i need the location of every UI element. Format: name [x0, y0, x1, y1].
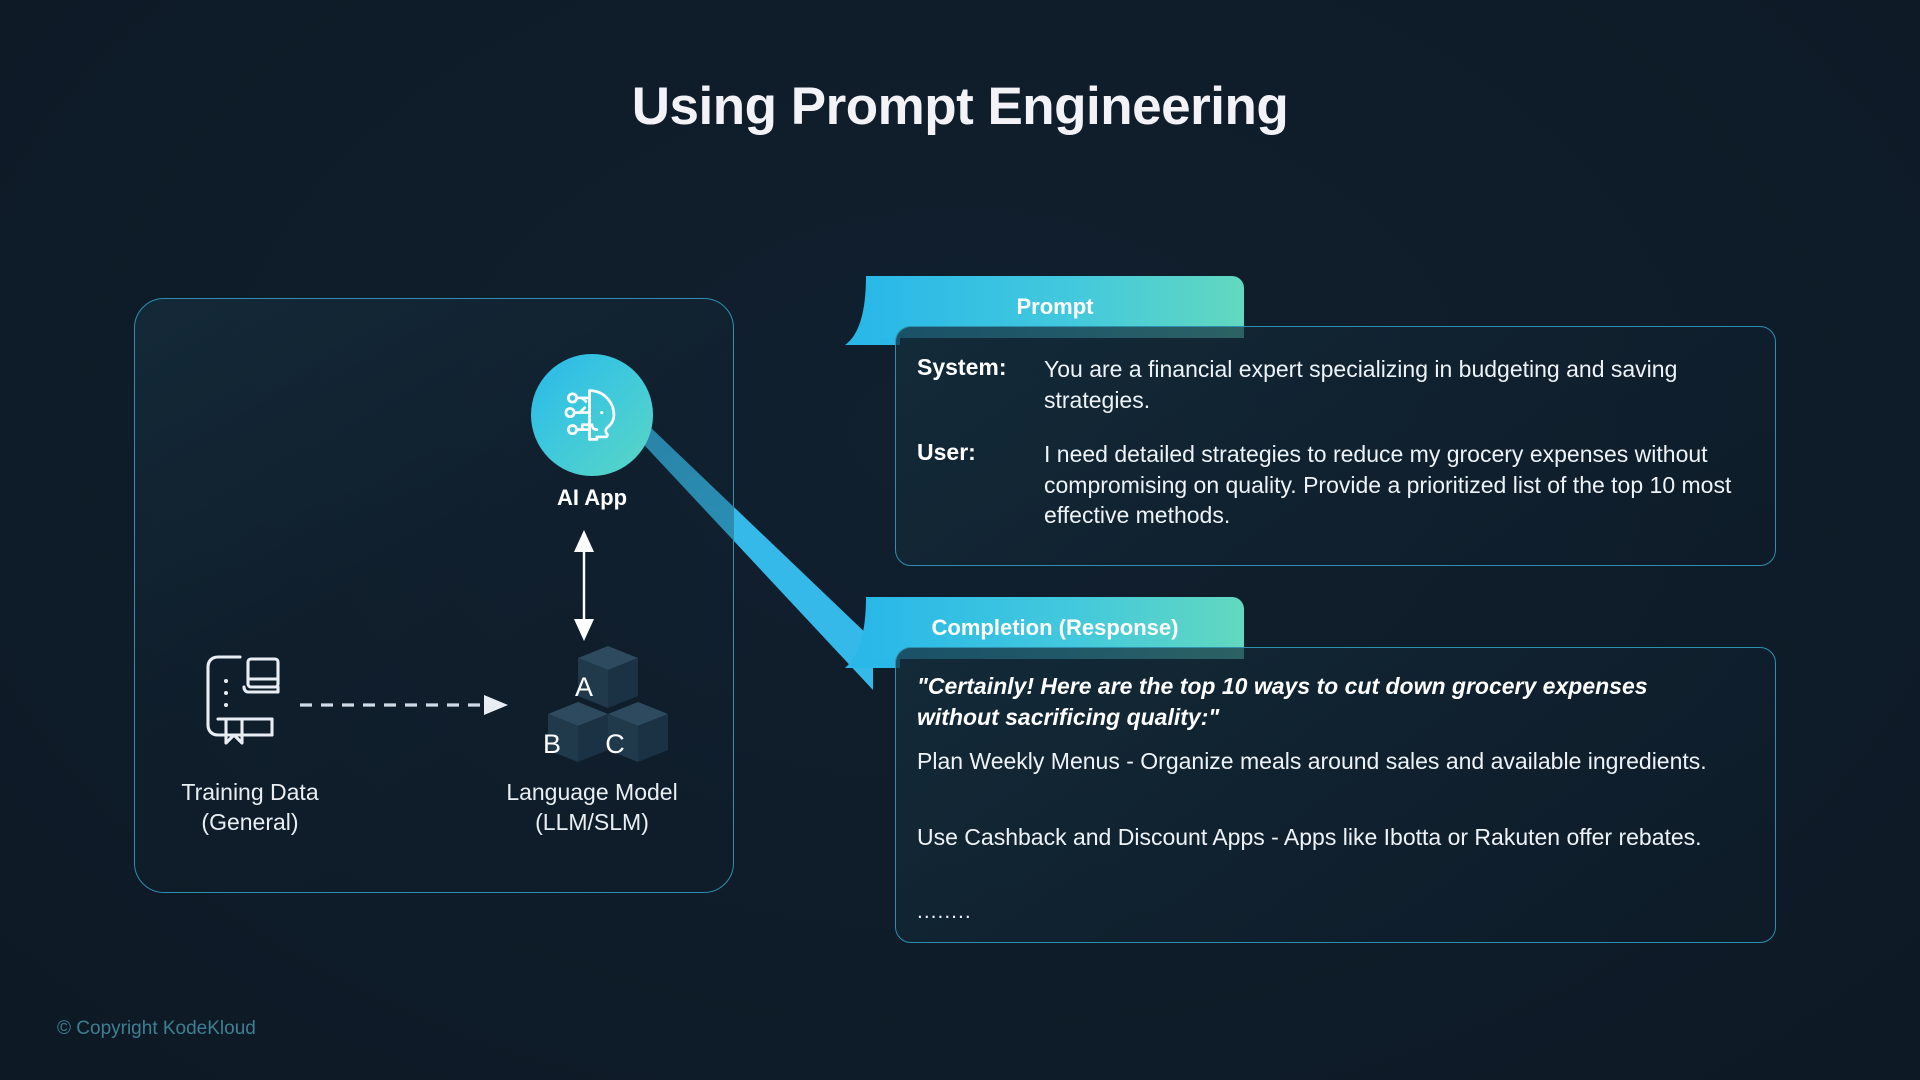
ai-app-icon-circle	[531, 354, 653, 476]
completion-card: "Certainly! Here are the top 10 ways to …	[895, 647, 1776, 943]
training-data-label-line1: Training Data	[181, 779, 319, 805]
copyright-footer: © Copyright KodeKloud	[57, 1018, 256, 1039]
completion-item-2: Use Cashback and Discount Apps - Apps li…	[917, 824, 1702, 850]
prompt-row-system-text: You are a financial expert specializing …	[1044, 356, 1678, 413]
training-data-icon-wrap	[196, 645, 292, 750]
prompt-row-system-label: System:	[917, 354, 1007, 380]
stacked-blocks-icon	[548, 646, 668, 762]
language-model-label: Language Model (LLM/SLM)	[447, 777, 737, 838]
language-model-label-line1: Language Model	[506, 779, 678, 805]
completion-quote: "Certainly! Here are the top 10 ways to …	[917, 673, 1648, 730]
prompt-row-user: User: I need detailed strategies to redu…	[896, 439, 1744, 531]
block-label-b: B	[542, 729, 561, 759]
ai-head-circuit-icon	[564, 389, 616, 441]
block-label-a: A	[574, 672, 593, 702]
double-headed-vertical-arrow-icon	[574, 530, 594, 641]
prompt-row-user-text: I need detailed strategies to reduce my …	[1044, 441, 1732, 529]
dashed-arrow-right-icon	[300, 695, 508, 715]
prompt-row-system: System: You are a financial expert speci…	[896, 354, 1744, 415]
completion-item-1: Plan Weekly Menus - Organize meals aroun…	[917, 748, 1707, 774]
ai-app-label: AI App	[556, 485, 628, 510]
language-model-blocks	[548, 640, 668, 762]
book-bookmark-icon	[206, 655, 280, 745]
page-title: Using Prompt Engineering	[631, 77, 1289, 136]
training-data-label-line2: (General)	[201, 809, 299, 836]
block-label-c: C	[605, 729, 625, 759]
training-data-label: Training Data (General)	[105, 777, 395, 838]
completion-ellipsis: ........	[917, 900, 972, 923]
prompt-card: System: You are a financial expert speci…	[895, 326, 1776, 566]
language-model-label-line2: (LLM/SLM)	[535, 809, 649, 836]
prompt-row-user-label: User:	[917, 439, 976, 465]
